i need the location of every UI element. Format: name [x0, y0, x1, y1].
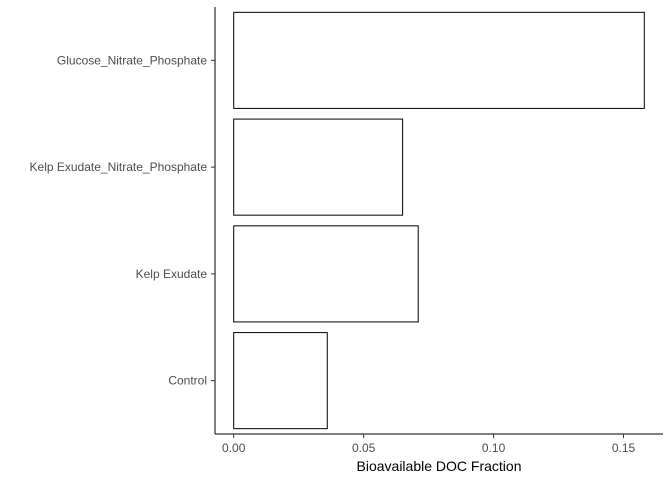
x-axis: 0.00 0.05 0.10 0.15 — [215, 433, 663, 455]
bars-group — [233, 11, 645, 430]
x-ticks: 0.00 0.05 0.10 0.15 — [222, 434, 636, 455]
y-tick-label: Kelp Exudate — [136, 267, 208, 281]
x-tick-label: 0.05 — [352, 441, 376, 455]
y-tick-label: Kelp Exudate_Nitrate_Phosphate — [30, 160, 208, 174]
bar — [233, 118, 404, 216]
y-ticks: Control Kelp Exudate Kelp Exudate_Nitrate_… — [30, 53, 215, 388]
y-axis: Control Kelp Exudate Kelp Exudate_Nitrate_… — [30, 7, 216, 434]
bar — [233, 225, 419, 323]
x-tick-label: 0.15 — [612, 441, 636, 455]
bar — [233, 332, 328, 430]
y-tick-label: Control — [168, 374, 207, 388]
x-tick-label: 0.00 — [222, 441, 246, 455]
x-axis-title: Bioavailable DOC Fraction — [357, 458, 522, 474]
x-tick-label: 0.10 — [482, 441, 506, 455]
y-tick-label: Glucose_Nitrate_Phosphate — [57, 53, 207, 67]
bar — [233, 11, 645, 109]
